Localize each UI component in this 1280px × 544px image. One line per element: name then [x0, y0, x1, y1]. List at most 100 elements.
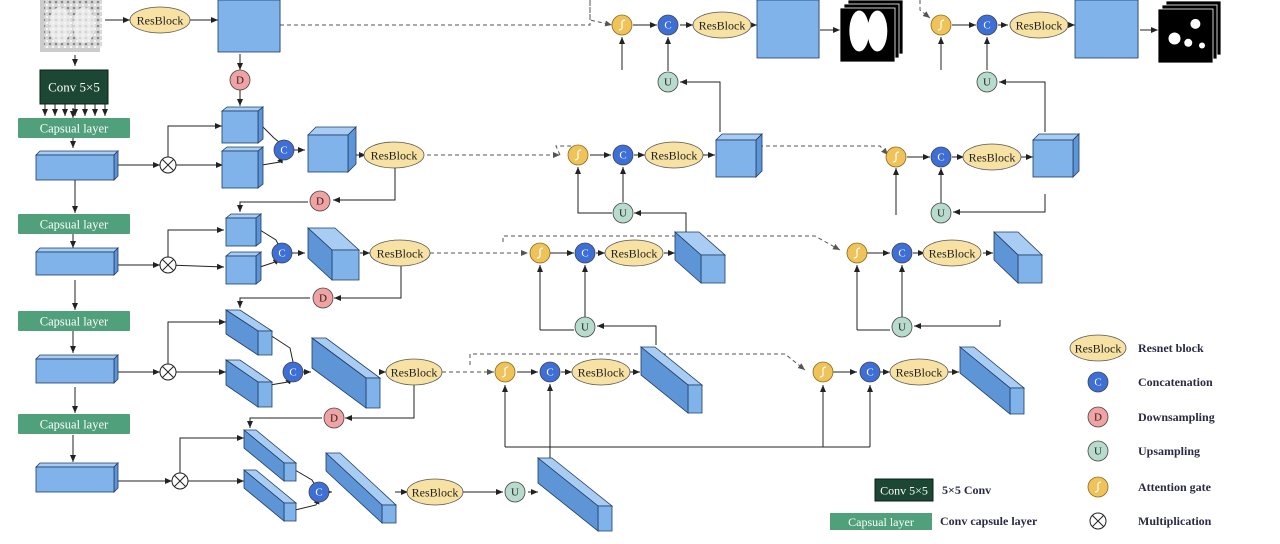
- legend-concat-shape: [1087, 371, 1109, 393]
- resblock-shape: [369, 239, 431, 267]
- resblock-shape: [644, 141, 704, 169]
- box-side: [257, 146, 264, 189]
- prism-side: [311, 337, 367, 409]
- concat-node: C: [308, 481, 330, 503]
- concat-node-label: C: [619, 150, 626, 162]
- prism-side: [325, 452, 383, 524]
- connector: [914, 320, 1001, 329]
- resblock-node: ResBlock: [369, 239, 431, 267]
- concat-node-label: C: [937, 152, 944, 164]
- capsule-layer-label: Capsual layer: [40, 122, 109, 136]
- connector: [577, 167, 612, 214]
- box-top: [220, 146, 265, 152]
- feature-map-box: [35, 247, 119, 276]
- attention-gate-node: [529, 242, 551, 264]
- upsample-node-label: U: [898, 322, 906, 334]
- upsample-node: U: [930, 202, 952, 224]
- downsample-node-shape: [229, 69, 251, 91]
- box-top: [224, 213, 263, 219]
- prism-front: [257, 381, 273, 408]
- box-front: [756, 0, 820, 59]
- upsample-node: U: [574, 316, 596, 338]
- connector: [502, 235, 841, 251]
- legend-attention-glyph: [1094, 481, 1102, 493]
- attention-gate-glyph: [853, 247, 861, 259]
- box-side: [113, 150, 119, 181]
- concat-node-shape: [574, 242, 596, 264]
- resblock-label: ResBlock: [896, 366, 943, 380]
- upsample-node: U: [657, 71, 679, 93]
- concat-node: C: [859, 361, 881, 383]
- downsample-node-label: D: [319, 293, 327, 305]
- upsample-node-shape: [930, 202, 952, 224]
- conv-5x5-block: Conv 5×5: [39, 69, 109, 105]
- concat-node: C: [273, 139, 295, 161]
- connections: [42, 0, 1158, 511]
- resblock-node: ResBlock: [922, 239, 982, 267]
- resblock-shape: [406, 478, 464, 506]
- resblock-label: ResBlock: [651, 149, 698, 163]
- resblock-label: ResBlock: [611, 247, 658, 261]
- capsule-layer-label: Capsual layer: [40, 418, 109, 432]
- upsample-node-label: U: [619, 208, 627, 220]
- prism-front: [283, 462, 297, 482]
- connector: [555, 145, 580, 156]
- upsample-node: U: [976, 71, 998, 93]
- concat-node-shape: [271, 242, 293, 264]
- capsule-layer-shape: [18, 311, 130, 331]
- ct-lung-left: [49, 7, 71, 43]
- box-side: [255, 213, 262, 247]
- box-front: [225, 255, 257, 285]
- connector: [589, 0, 613, 27]
- concat-node: C: [282, 361, 304, 383]
- capsule-layer-shape: [18, 118, 130, 138]
- downsample-node-shape: [323, 407, 345, 429]
- resblock-label: ResBlock: [929, 247, 976, 261]
- legend-conv-text: 5×5 Conv: [942, 483, 991, 497]
- connector: [167, 263, 225, 270]
- box-side: [347, 126, 357, 173]
- concat-node-shape: [539, 361, 561, 383]
- attention-gate-node: [812, 361, 834, 383]
- upsample-node-label: U: [511, 487, 519, 499]
- capsule-layer: Capsual layer: [18, 118, 130, 138]
- box-front: [307, 134, 349, 173]
- downsample-node-shape: [312, 287, 334, 309]
- capsule-layer-shape: [18, 414, 130, 434]
- conv-5x5-shape: [39, 69, 109, 105]
- concat-node-label: C: [581, 248, 588, 260]
- multiplication-node: [171, 472, 189, 490]
- resblock-shape: [604, 239, 664, 267]
- downsample-node-shape: [309, 190, 331, 212]
- connector: [247, 417, 322, 428]
- box-front: [221, 150, 259, 189]
- feature-map-box: [756, 0, 820, 59]
- connector: [237, 201, 308, 212]
- box-front: [217, 0, 281, 53]
- upsample-node-shape: [574, 316, 596, 338]
- prism-side: [243, 469, 285, 522]
- attention-gate-glyph: [574, 149, 582, 161]
- legend-attention-gate: Attention gate: [1087, 476, 1212, 498]
- legend-down-label: D: [1094, 412, 1102, 424]
- prism-side: [243, 429, 285, 482]
- feature-map-box: [220, 106, 265, 144]
- lesion-segmentation-output: [1157, 0, 1222, 64]
- upsample-node-shape: [976, 71, 998, 93]
- concat-node-label: C: [898, 248, 905, 260]
- connector: [261, 125, 280, 143]
- feature-map-box: [217, 0, 281, 53]
- connector: [179, 435, 244, 473]
- prism-side: [674, 231, 702, 284]
- prism-side: [225, 359, 259, 408]
- feature-map-prism: [536, 457, 614, 532]
- prism-side: [225, 309, 259, 356]
- capsule-layer-label: Capsual layer: [40, 315, 109, 329]
- legend-multiplication-text: Multiplication: [1138, 514, 1212, 528]
- prism-front: [700, 254, 726, 284]
